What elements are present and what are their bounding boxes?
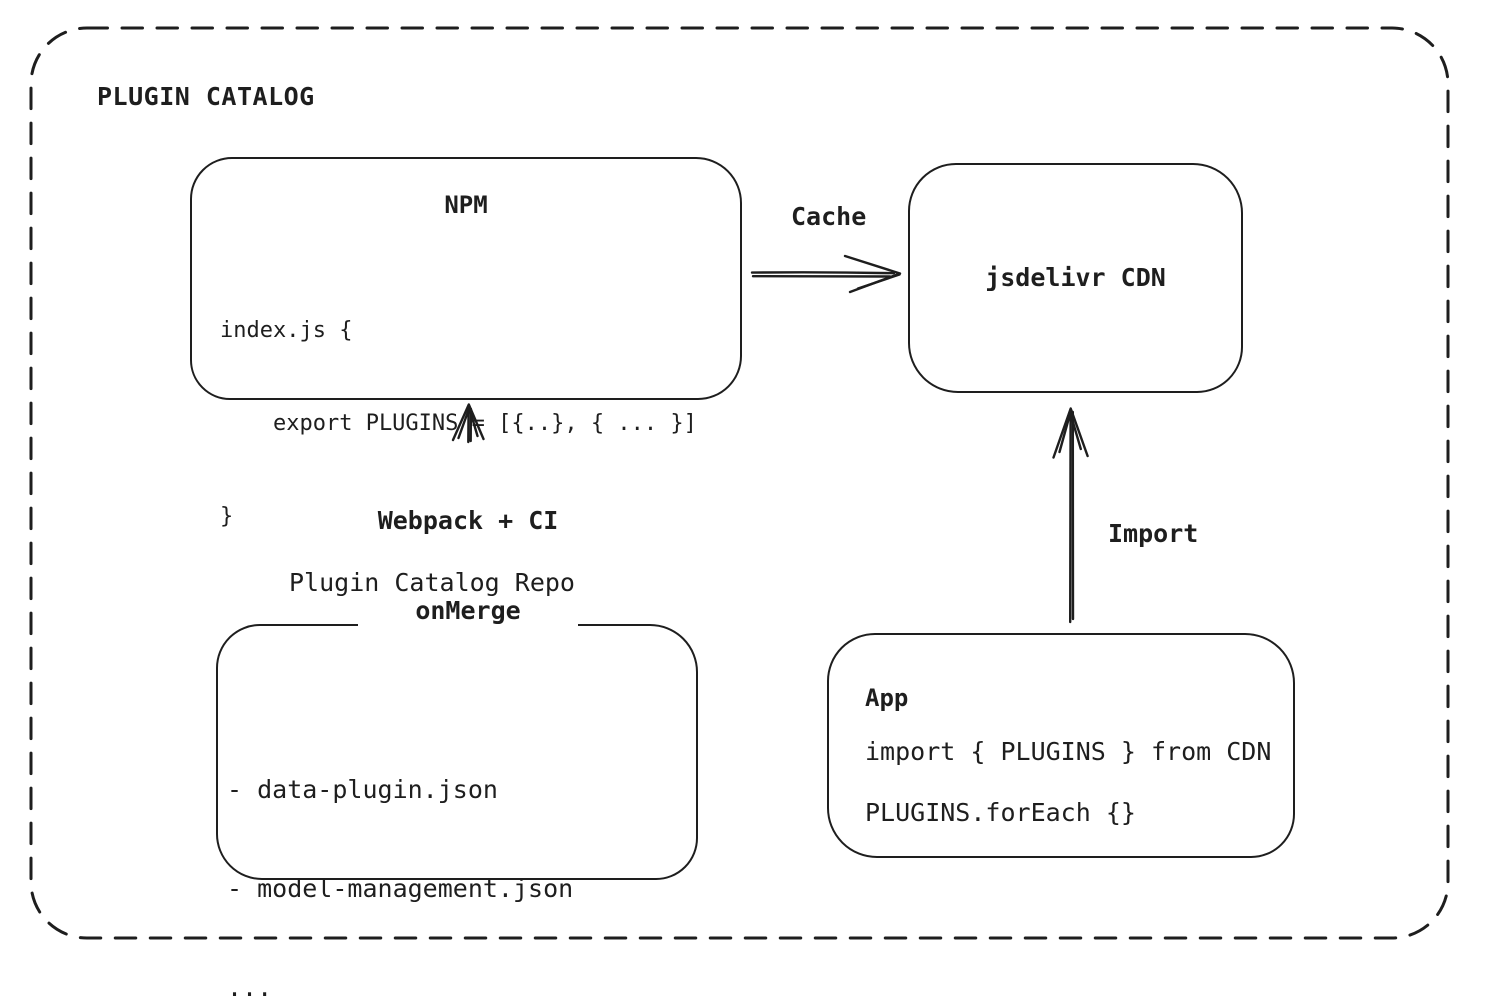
- cdn-title: jsdelivr CDN: [985, 263, 1166, 292]
- app-title: App: [865, 684, 909, 712]
- npm-code-line: export PLUGINS = [{..}, { ... }]: [220, 411, 697, 436]
- app-code-line: import { PLUGINS } from CDN: [865, 737, 1272, 766]
- plugin-catalog-frame-border: [29, 26, 1450, 940]
- cache-arrow: [750, 254, 902, 294]
- node-npm: NPM index.js { export PLUGINS = [{..}, {…: [190, 157, 742, 529]
- node-jsdelivr-cdn: jsdelivr CDN: [908, 163, 1243, 393]
- frame-title: PLUGIN CATALOG: [97, 82, 315, 111]
- npm-code-line: }: [220, 504, 234, 529]
- repo-file-item: - data-plugin.json: [227, 775, 498, 804]
- node-app: App import { PLUGINS } from CDN PLUGINS.…: [827, 633, 1295, 858]
- repo-file-item: ...: [227, 973, 273, 1002]
- npm-code-block: index.js { export PLUGINS = [{..}, { ...…: [220, 253, 697, 594]
- build-label-line: onMerge: [415, 596, 521, 625]
- npm-title: NPM: [444, 191, 488, 219]
- import-arrow-label: Import: [1108, 519, 1199, 548]
- build-arrow-label: Webpack + CI onMerge: [358, 446, 578, 686]
- npm-code-line: index.js {: [220, 318, 353, 343]
- build-label-line: Webpack + CI: [377, 506, 559, 535]
- import-arrow: [1052, 407, 1089, 624]
- repo-file-list: - data-plugin.json - model-management.js…: [227, 707, 573, 1002]
- cache-arrow-label: Cache: [791, 202, 867, 231]
- app-code-line: PLUGINS.forEach {}: [865, 798, 1136, 827]
- repo-file-item: - model-management.json: [227, 874, 574, 903]
- repo-label: Plugin Catalog Repo: [289, 568, 575, 597]
- node-plugin-catalog-repo: - data-plugin.json - model-management.js…: [216, 624, 698, 1002]
